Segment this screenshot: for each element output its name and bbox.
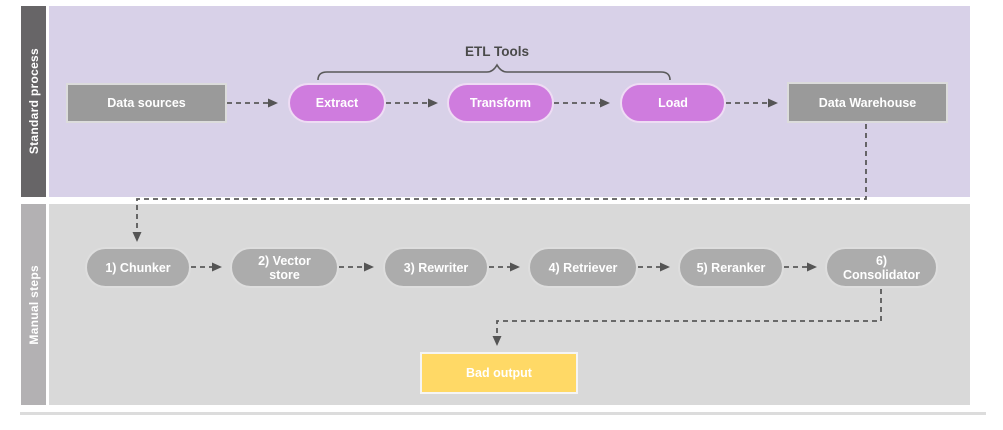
- node-label: 6) Consolidator: [842, 253, 921, 282]
- node-extract: Extract: [288, 83, 386, 123]
- node-label: Data sources: [107, 96, 186, 110]
- node-retriever: 4) Retriever: [528, 247, 638, 288]
- node-label: 1) Chunker: [105, 260, 171, 275]
- node-transform: Transform: [447, 83, 554, 123]
- node-label: 3) Rewriter: [403, 260, 469, 275]
- node-bad-output: Bad output: [420, 352, 578, 394]
- node-label: Extract: [315, 96, 359, 110]
- node-reranker: 5) Reranker: [678, 247, 784, 288]
- node-label: 5) Reranker: [696, 260, 766, 275]
- brace-label-etl-tools: ETL Tools: [465, 44, 529, 59]
- node-data-warehouse: Data Warehouse: [787, 82, 948, 123]
- lane-label: Manual steps: [26, 264, 41, 345]
- node-data-sources: Data sources: [66, 83, 227, 123]
- node-vector-store: 2) Vector store: [230, 247, 339, 288]
- node-label: 4) Retriever: [548, 260, 618, 275]
- node-label: 2) Vector store: [258, 253, 311, 282]
- node-label: Data Warehouse: [818, 95, 917, 110]
- lane-header-manual-steps: Manual steps: [21, 204, 46, 405]
- node-chunker: 1) Chunker: [85, 247, 191, 288]
- node-consolidator: 6) Consolidator: [825, 247, 938, 288]
- lane-header-standard-process: Standard process: [21, 6, 46, 197]
- node-rewriter: 3) Rewriter: [383, 247, 489, 288]
- node-label: Load: [658, 96, 688, 110]
- node-label: Transform: [469, 96, 532, 110]
- node-label: Bad output: [466, 366, 532, 380]
- node-load: Load: [620, 83, 726, 123]
- lane-label: Standard process: [26, 48, 41, 155]
- bottom-divider: [20, 412, 986, 415]
